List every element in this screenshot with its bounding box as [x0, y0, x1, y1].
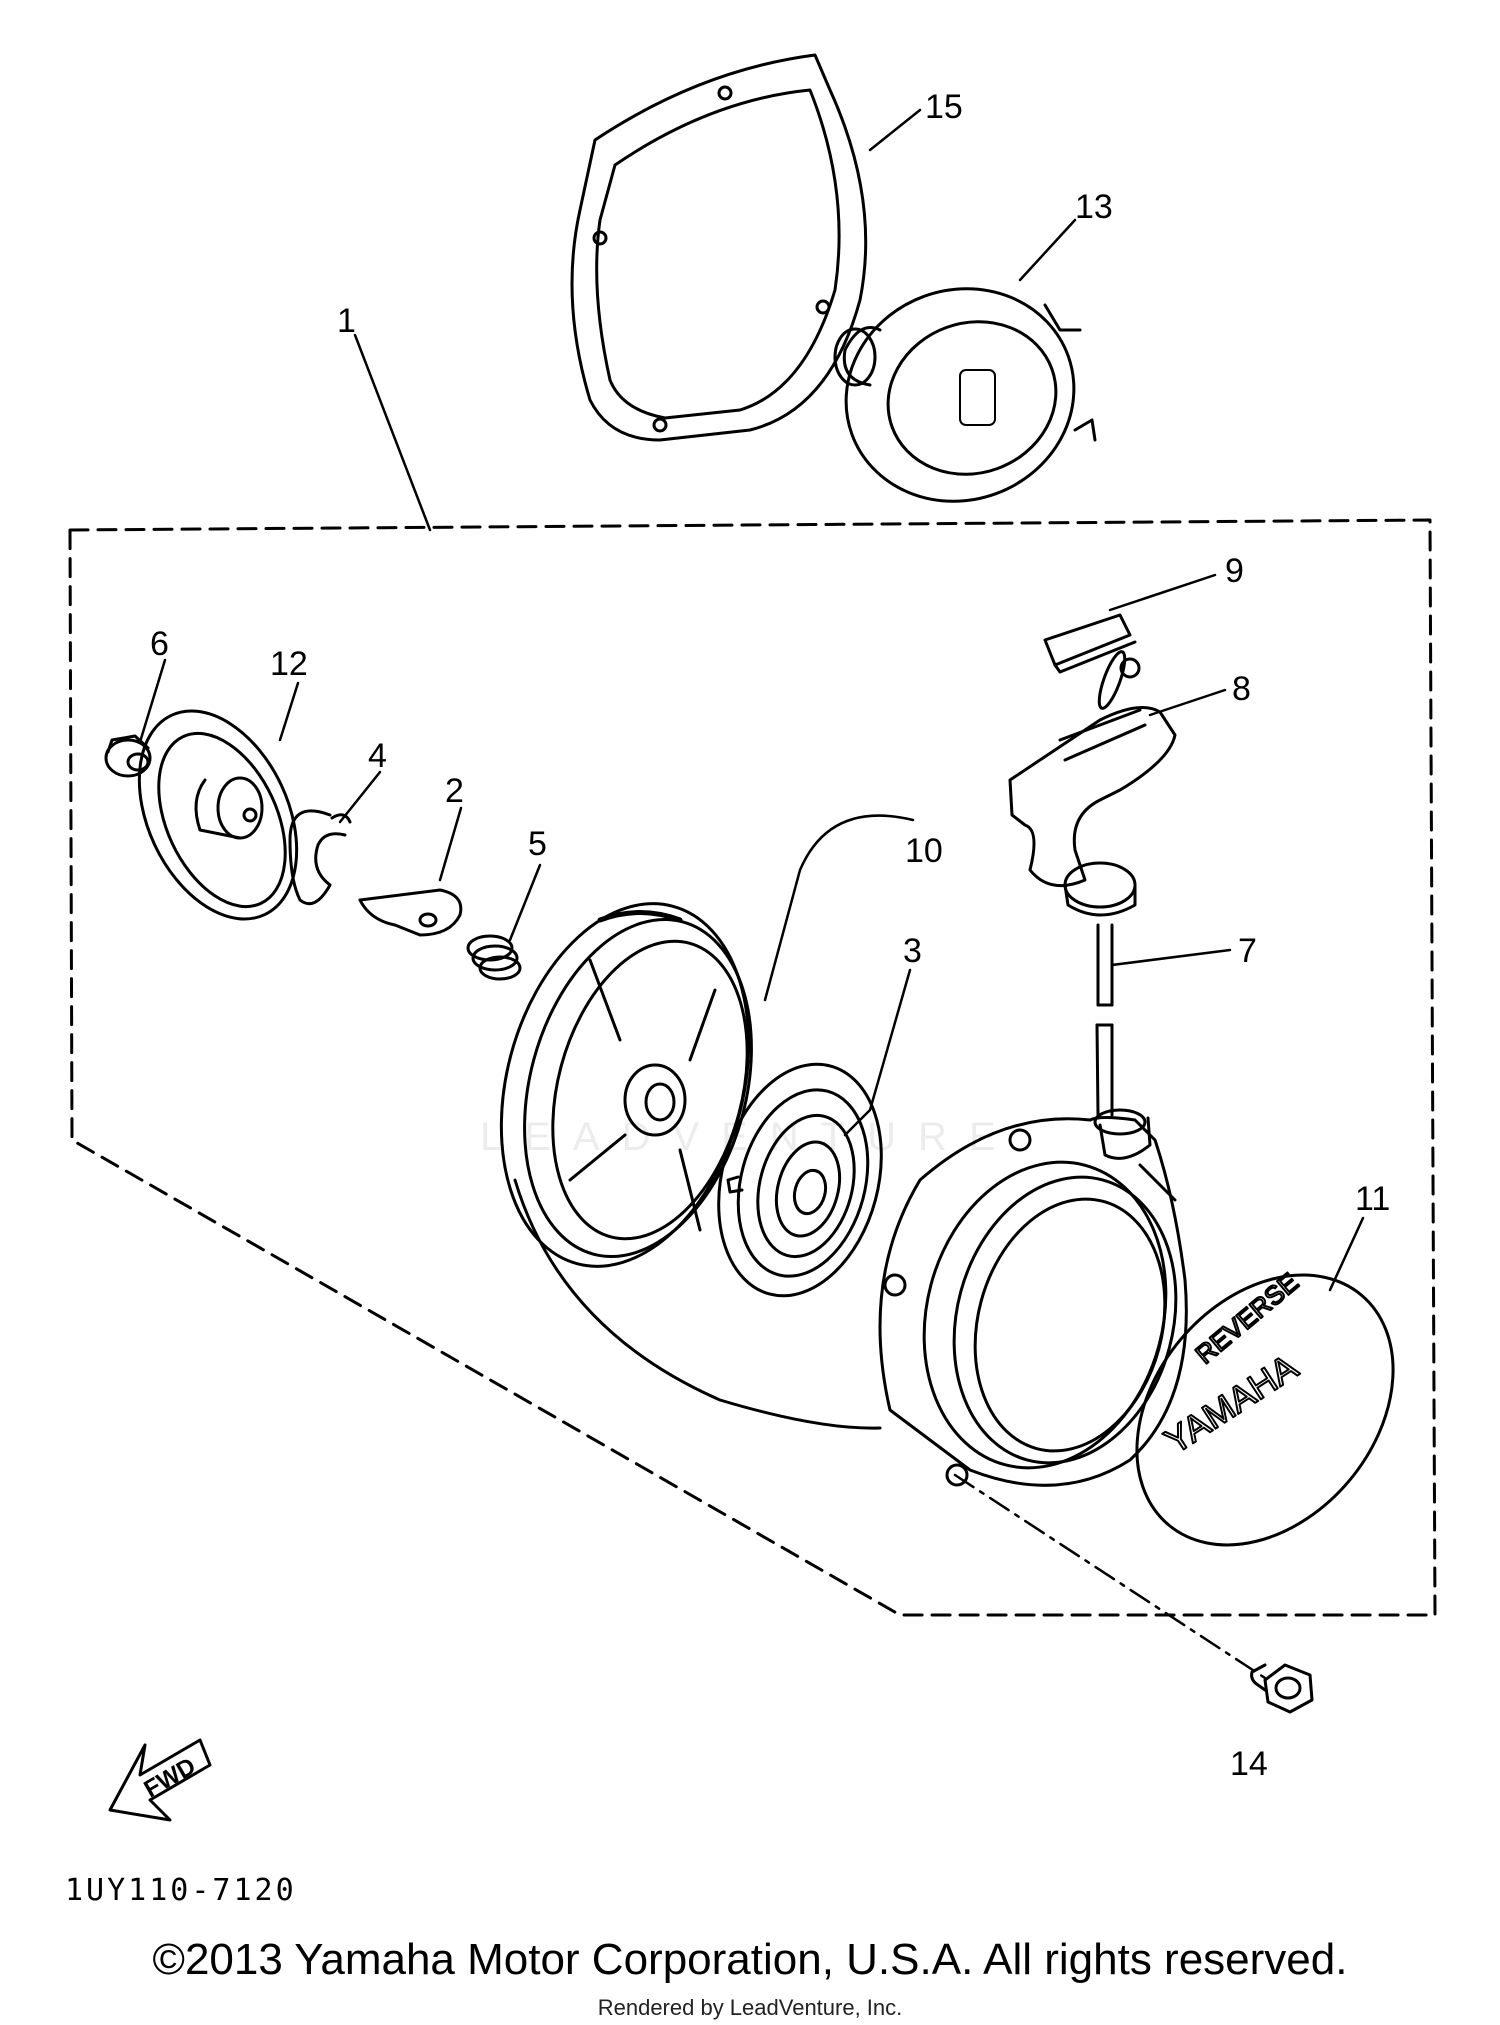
fwd-arrow: FWD: [108, 1738, 212, 1822]
part-15-gasket[interactable]: [570, 53, 868, 442]
emblem-text-yamaha: YAMAHA: [1157, 1346, 1305, 1462]
callout-labels: 1 2 3 4 5 6 7 8 9 10 11 12 13 14 15: [150, 88, 1390, 1783]
callout-2: 2: [445, 772, 464, 810]
callout-4: 4: [368, 737, 387, 775]
callout-15: 15: [925, 88, 963, 126]
rope-loop: [513, 1178, 882, 1430]
part-14-bolt[interactable]: [1250, 1663, 1314, 1714]
copyright-notice: ©2013 Yamaha Motor Corporation, U.S.A. A…: [152, 1935, 1348, 1984]
starter-case[interactable]: [878, 1108, 1207, 1495]
part-3-recoil-spring[interactable]: [694, 1046, 906, 1314]
callout-10: 10: [905, 832, 943, 870]
callout-14: 14: [1230, 1745, 1268, 1783]
part-12-cover-plate[interactable]: [108, 686, 328, 945]
callout-7: 7: [1238, 932, 1257, 970]
callout-1: 1: [337, 302, 356, 340]
callout-3: 3: [903, 932, 922, 970]
part-5-spring[interactable]: [466, 934, 522, 981]
callout-8: 8: [1232, 670, 1251, 708]
part-2-pawl[interactable]: [358, 888, 463, 937]
callout-9: 9: [1225, 552, 1244, 590]
callout-13: 13: [1075, 188, 1113, 226]
drawing-code: 1UY110-7120: [65, 1873, 297, 1908]
assembly-boundary: [68, 518, 1437, 1617]
callout-11: 11: [1355, 1180, 1390, 1218]
leader-lines: [138, 108, 1365, 1680]
part-4-spring-clip[interactable]: [288, 809, 352, 906]
part-6-nut[interactable]: [104, 734, 152, 778]
part-9-cap[interactable]: [1043, 613, 1137, 674]
part-10-reel[interactable]: [463, 876, 787, 1294]
callout-12: 12: [270, 645, 308, 683]
rendered-by-credit: Rendered by LeadVenture, Inc.: [597, 1995, 903, 2020]
exploded-parts-diagram: YAMAHA REVERSE 1 2 3 4 5 6 7 8 9 10: [65, 53, 1437, 1908]
callout-5: 5: [528, 825, 547, 863]
part-8-handle[interactable]: [1008, 649, 1177, 917]
fwd-label: FWD: [140, 1752, 201, 1803]
part-7-rope[interactable]: [1095, 923, 1114, 1117]
callout-6: 6: [150, 625, 169, 663]
part-13-drive-plate[interactable]: [816, 257, 1104, 533]
